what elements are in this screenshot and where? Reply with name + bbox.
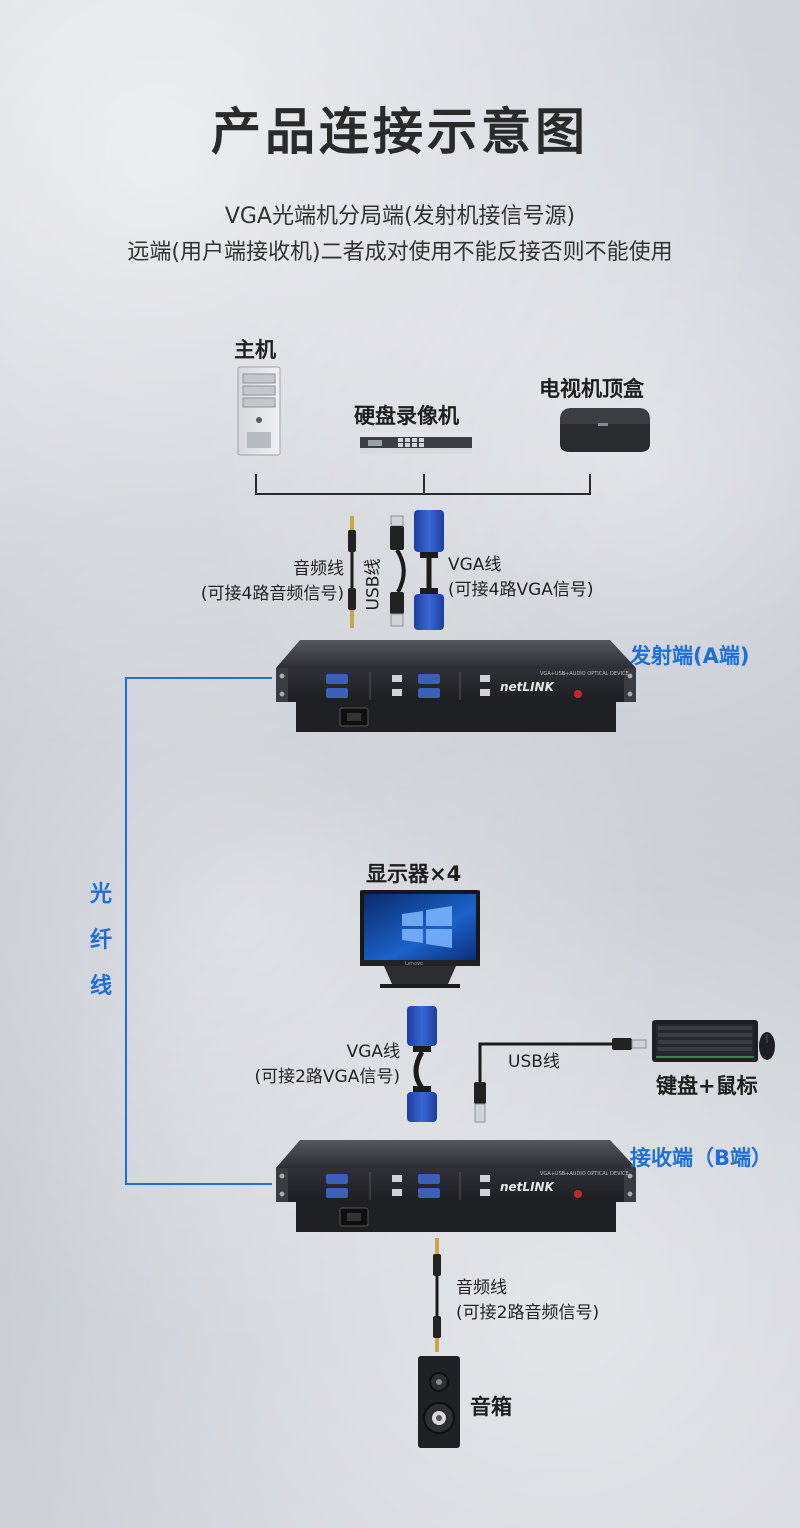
subtitle-line-1: VGA光端机分局端(发射机接信号源)	[224, 204, 576, 229]
tx-vga-label: VGA线 (可接4路VGA信号)	[448, 553, 594, 603]
monitor-icon	[360, 890, 480, 988]
rx-vga-label-line2: (可接2路VGA信号)	[254, 1067, 400, 1087]
tx-usb-cable-icon	[390, 515, 406, 627]
fiber-label-2: 纤	[90, 928, 113, 953]
speaker-icon	[418, 1356, 460, 1448]
rx-vga-label-line1: VGA线	[346, 1042, 400, 1062]
stb-label: 电视机顶盒	[539, 377, 644, 401]
rx-audio-label-line1: 音频线	[456, 1278, 507, 1298]
page-title: 产品连接示意图	[211, 103, 589, 161]
monitor-brand: Lenovo	[405, 961, 424, 967]
tx-vga-cable-icon	[414, 510, 444, 630]
fiber-label-3: 线	[90, 974, 113, 999]
transmitter-device	[276, 640, 636, 732]
rx-vga-label: VGA线 (可接2路VGA信号)	[216, 1040, 400, 1090]
rx-usb-cable-icon	[474, 1038, 647, 1123]
receiver-device	[276, 1140, 636, 1232]
receiver-label: 接收端（B端）	[630, 1146, 773, 1170]
transmitter-label: 发射端(A端)	[630, 644, 750, 668]
transmitter-model: VGA+USB+AUDIO OPTICAL DEVICE	[540, 671, 629, 677]
dvr-icon	[360, 432, 472, 454]
tx-usb-label: USB线	[363, 558, 384, 611]
rx-audio-label: 音频线 (可接2路音频信号)	[456, 1276, 599, 1326]
source-bracket	[255, 474, 591, 495]
tx-vga-label-line1: VGA线	[448, 555, 502, 575]
subtitle-line-2: 远端(用户端接收机)二者成对使用不能反接否则不能使用	[127, 240, 673, 265]
keyboard-mouse-icon	[652, 1020, 775, 1062]
tx-audio-label-line1: 音频线	[293, 559, 344, 579]
fiber-label-1: 光	[90, 882, 113, 907]
speaker-label: 音箱	[470, 1395, 512, 1419]
host-pc-icon	[237, 366, 281, 456]
transmitter-brand: netLINK	[500, 680, 554, 694]
dvr-label: 硬盘录像机	[354, 404, 459, 428]
tx-audio-label-line2: (可接4路音频信号)	[200, 584, 344, 604]
rx-audio-cable-icon	[433, 1238, 441, 1352]
receiver-model: VGA+USB+AUDIO OPTICAL DEVICE	[540, 1171, 629, 1177]
tx-audio-cable-icon	[348, 516, 356, 628]
keyboard-mouse-label: 键盘+鼠标	[656, 1074, 758, 1098]
host-label: 主机	[234, 338, 276, 362]
rx-usb-label: USB线	[508, 1052, 560, 1072]
fiber-line	[125, 677, 272, 1185]
rx-vga-cable-icon	[407, 1006, 437, 1122]
set-top-box-icon	[560, 408, 650, 452]
tx-vga-label-line2: (可接4路VGA信号)	[448, 580, 594, 600]
receiver-brand: netLINK	[500, 1180, 554, 1194]
monitor-label: 显示器×4	[366, 862, 462, 886]
tx-audio-label: 音频线 (可接4路音频信号)	[168, 557, 344, 607]
rx-audio-label-line2: (可接2路音频信号)	[456, 1303, 600, 1323]
